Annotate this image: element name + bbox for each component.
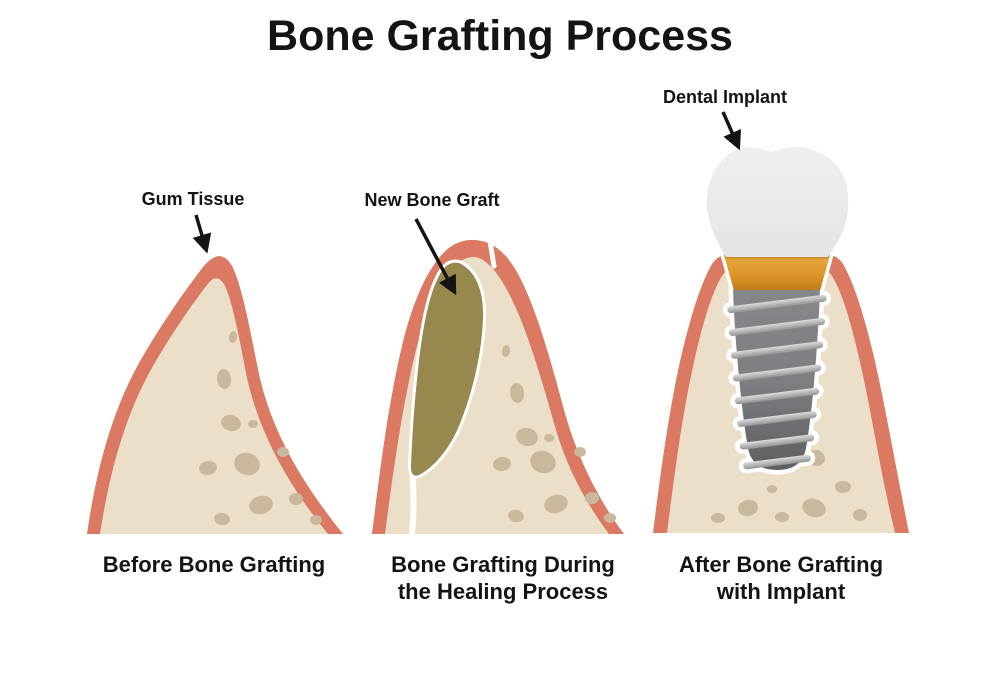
panel-after: Dental Implant After Bone Grafting with … bbox=[653, 87, 909, 604]
new-bone-graft-label: New Bone Graft bbox=[364, 190, 499, 210]
bone-spots-during bbox=[493, 345, 616, 523]
dental-implant-label: Dental Implant bbox=[663, 87, 787, 107]
graft-fill bbox=[408, 259, 487, 479]
bone-spots-before bbox=[199, 331, 322, 526]
gum-tissue-arrow bbox=[192, 214, 212, 254]
page-title: Bone Grafting Process bbox=[267, 12, 733, 60]
caption-during-line2: the Healing Process bbox=[398, 579, 608, 604]
implant-screw-threads bbox=[727, 294, 827, 470]
implant-abutment bbox=[720, 251, 834, 295]
caption-before: Before Bone Grafting bbox=[103, 552, 325, 577]
gum-tissue-label: Gum Tissue bbox=[142, 189, 245, 209]
dental-implant-arrow bbox=[721, 111, 741, 151]
caption-after-line2: with Implant bbox=[716, 579, 846, 604]
bone-fill-before bbox=[100, 278, 328, 534]
caption-during-line1: Bone Grafting During bbox=[391, 552, 615, 577]
implant-crown bbox=[706, 146, 849, 257]
gum-slit bbox=[486, 232, 497, 269]
panel-during: New Bone Graft Bone Grafting During the … bbox=[364, 190, 624, 604]
panel-before: Gum Tissue Before Bone Grafting bbox=[87, 189, 343, 577]
caption-after-line1: After Bone Grafting bbox=[679, 552, 883, 577]
new-bone-graft-arrow bbox=[414, 218, 457, 296]
